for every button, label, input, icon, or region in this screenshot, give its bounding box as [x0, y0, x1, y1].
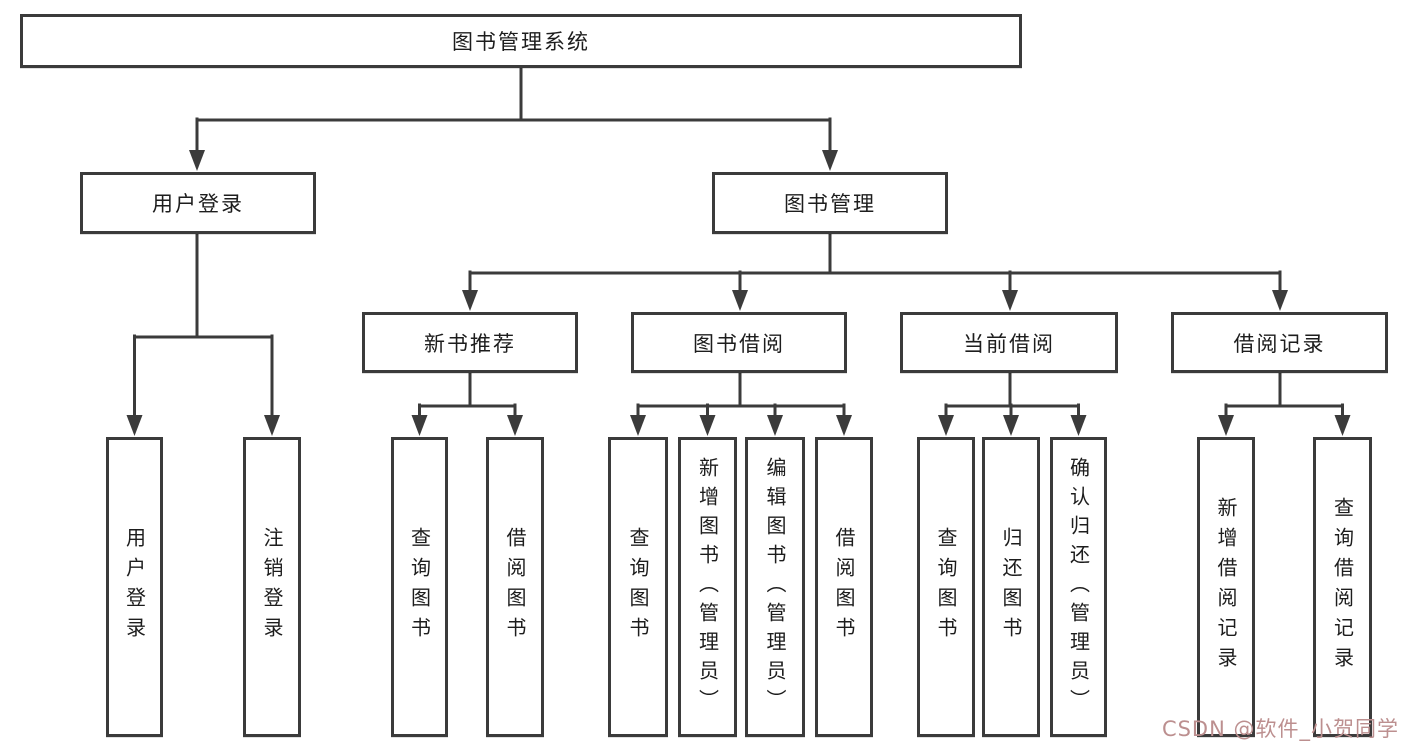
- node-book-management: 图书管理: [712, 172, 948, 234]
- leaf-label: 查询借阅记录: [1330, 497, 1355, 677]
- node-new-book-recommend: 新书推荐: [362, 312, 578, 373]
- leaf-label: 编辑图书（管理员）: [763, 456, 787, 718]
- leaf-borrow-query-book: 查询图书: [608, 437, 668, 737]
- leaf-label: 确认归还（管理员）: [1066, 456, 1091, 718]
- leaf-label: 归还图书: [999, 527, 1023, 647]
- node-user-login: 用户登录: [80, 172, 316, 234]
- connector-user-login: [133, 232, 274, 419]
- node-root-library-system: 图书管理系统: [20, 14, 1022, 68]
- leaf-label: 借阅图书: [832, 527, 856, 647]
- leaf-label: 查询图书: [407, 527, 432, 647]
- leaf-label: 注销登录: [260, 527, 284, 647]
- leaf-logout: 注销登录: [243, 437, 301, 737]
- leaf-user-login: 用户登录: [106, 437, 163, 737]
- node-label: 图书管理系统: [452, 30, 590, 54]
- leaf-edit-book-admin: 编辑图书（管理员）: [745, 437, 805, 737]
- leaf-label: 新增借阅记录: [1214, 497, 1238, 677]
- connector-book-management: [468, 232, 1282, 294]
- connector-borrow-record: [1224, 371, 1344, 419]
- leaf-add-book-admin: 新增图书（管理员）: [678, 437, 737, 737]
- connector-root: [195, 66, 832, 153]
- connector-new-book: [418, 371, 517, 419]
- connector-book-borrow: [636, 371, 846, 419]
- leaf-return-book: 归还图书: [982, 437, 1040, 737]
- leaf-label: 查询图书: [934, 527, 958, 647]
- node-label: 新书推荐: [424, 331, 516, 356]
- connector-current-borrow: [944, 371, 1080, 419]
- leaf-label: 查询图书: [626, 527, 650, 647]
- node-label: 当前借阅: [963, 331, 1055, 356]
- node-label: 用户登录: [152, 192, 244, 216]
- leaf-confirm-return-admin: 确认归还（管理员）: [1050, 437, 1107, 737]
- node-label: 借阅记录: [1233, 331, 1326, 356]
- leaf-recommend-borrow-book: 借阅图书: [486, 437, 544, 737]
- node-book-borrow: 图书借阅: [631, 312, 847, 373]
- node-label: 图书借阅: [693, 331, 785, 356]
- leaf-current-query-book: 查询图书: [917, 437, 975, 737]
- leaf-add-borrow-record: 新增借阅记录: [1197, 437, 1255, 737]
- csdn-watermark: CSDN @软件_小贺同学: [1161, 717, 1399, 741]
- leaf-query-borrow-record: 查询借阅记录: [1313, 437, 1372, 737]
- node-label: 图书管理: [784, 192, 876, 216]
- node-borrow-record: 借阅记录: [1171, 312, 1388, 373]
- leaf-label: 借阅图书: [503, 527, 527, 647]
- leaf-label: 新增图书（管理员）: [695, 456, 720, 718]
- node-current-borrow: 当前借阅: [900, 312, 1118, 373]
- leaf-borrow-book: 借阅图书: [815, 437, 873, 737]
- leaf-label: 用户登录: [122, 527, 147, 647]
- leaf-recommend-query-book: 查询图书: [391, 437, 448, 737]
